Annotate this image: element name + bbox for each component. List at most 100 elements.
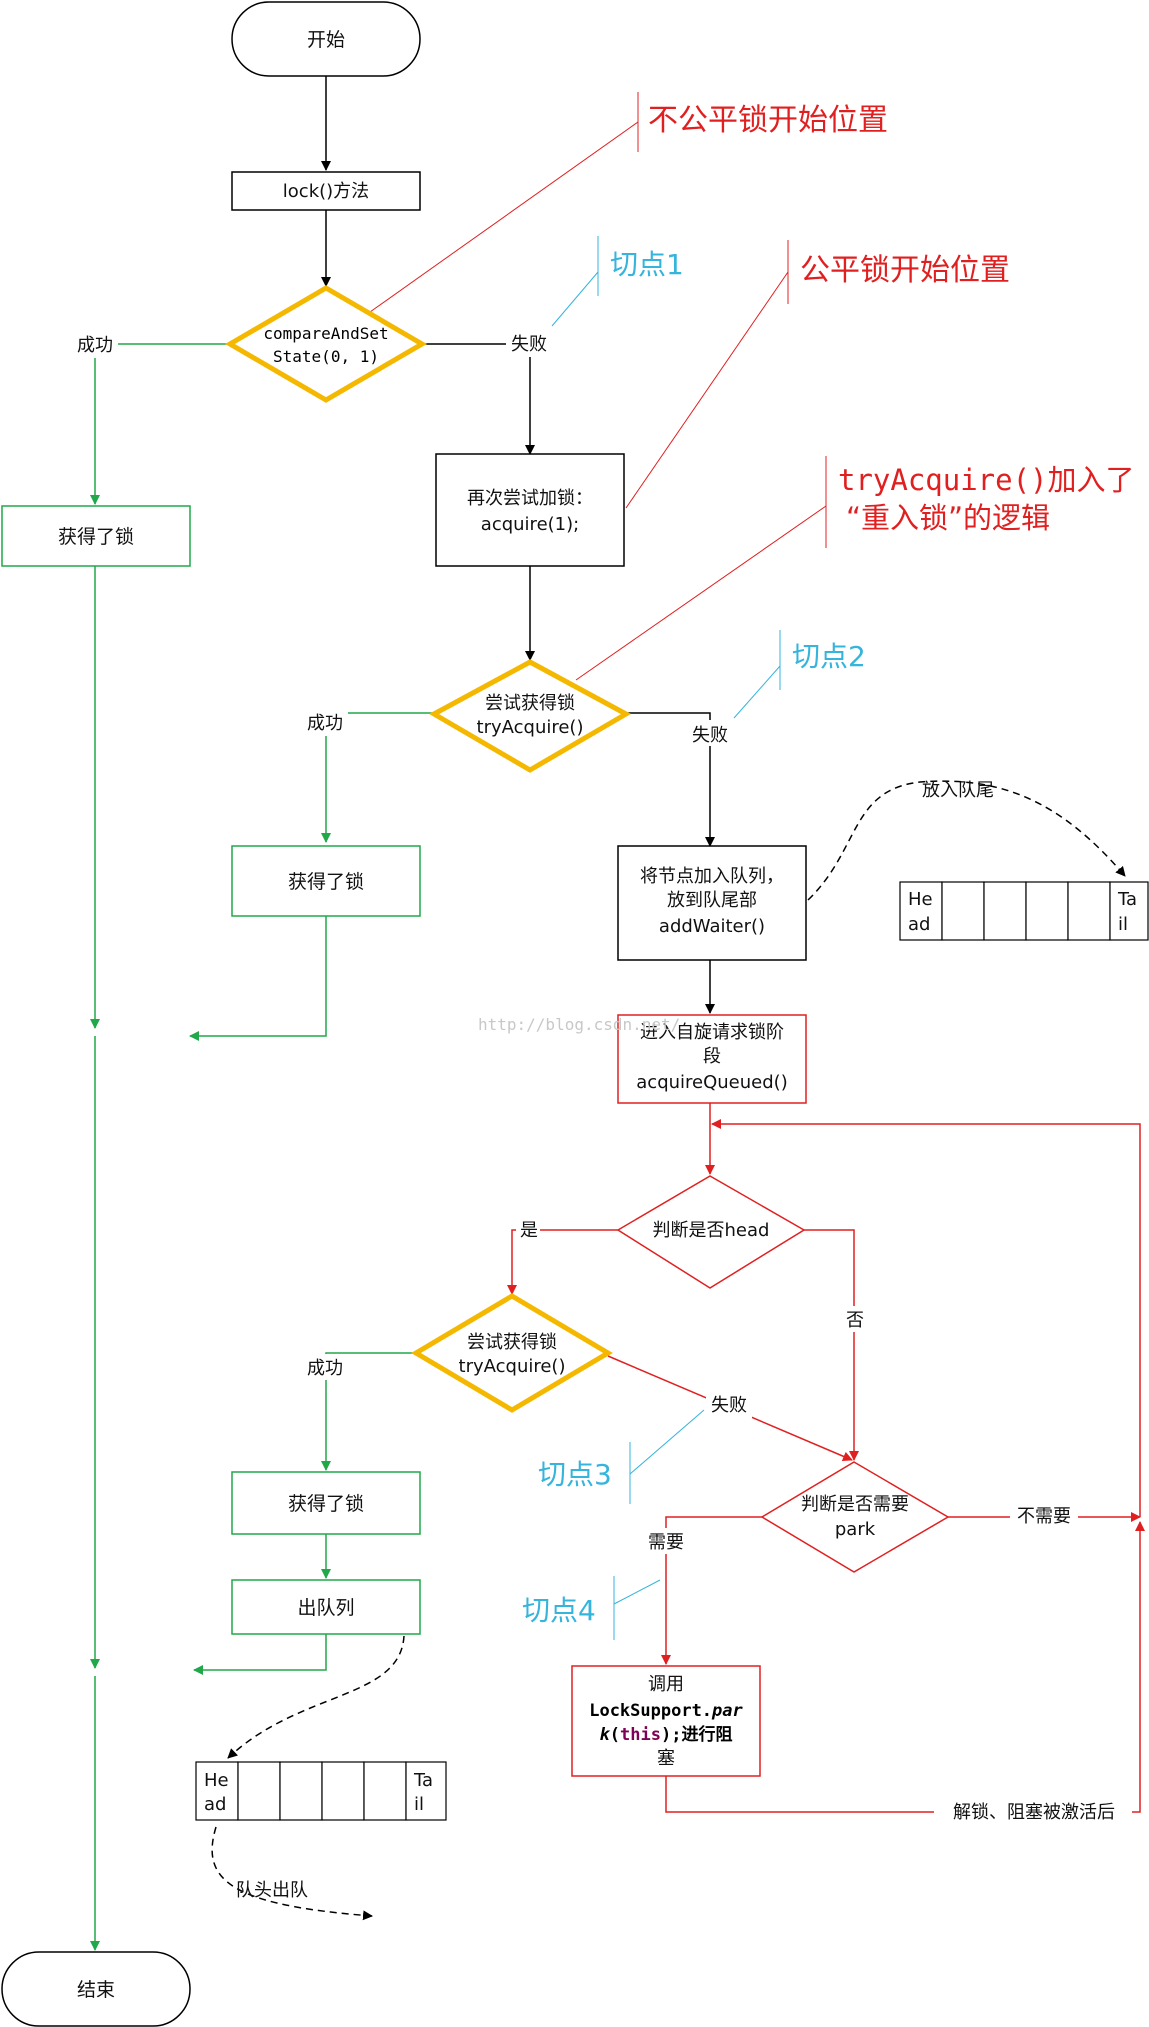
annotation-leaders <box>369 92 827 1640</box>
park-call-label: 调用 <box>648 1674 684 1695</box>
queue1-head-2: ad <box>908 914 930 935</box>
cas-decision <box>225 285 427 403</box>
annotation-fair-start: 公平锁开始位置 <box>800 253 1010 288</box>
edge-dequeue-to-queue <box>227 1635 405 1759</box>
got-lock-label-1: 获得了锁 <box>58 526 134 548</box>
queue2-tail-1: Ta <box>413 1770 433 1791</box>
edge-try-fail <box>626 712 715 847</box>
got-lock-box-1 <box>1 505 191 567</box>
annotation-cut3: 切点3 <box>538 1458 612 1491</box>
queue1-cell <box>941 881 985 941</box>
enqueue-box <box>617 845 807 961</box>
dequeue-label: 出队列 <box>297 1597 354 1619</box>
annotation-unfair-start: 不公平锁开始位置 <box>648 103 888 138</box>
park-call-box <box>571 1665 761 1777</box>
enqueue-label-2: 放到队尾部 <box>667 890 757 911</box>
edge-label-put-tail: 放入队尾 <box>922 780 994 801</box>
need-park-label-2: park <box>835 1519 876 1540</box>
edge-unlock-loop <box>665 1521 1145 1813</box>
edge-label-fail-1: 失败 <box>511 334 547 355</box>
queue1-cell <box>1067 881 1111 941</box>
retry-label-1: 再次尝试加锁： <box>467 488 593 509</box>
watermark: http://blog.csdn.net/ <box>478 1015 680 1034</box>
cut4-leader <box>613 1579 661 1605</box>
queue2-head-2: ad <box>204 1794 226 1815</box>
is-head-label: 判断是否head <box>653 1220 770 1241</box>
queue2-cell <box>279 1761 323 1821</box>
edge-ishead-no <box>804 1229 859 1461</box>
unfair-leader <box>369 121 639 313</box>
queue2-tail-2: il <box>414 1794 424 1815</box>
edge-try2-success <box>321 1352 416 1471</box>
edge-put-tail-dashed <box>807 780 1126 901</box>
enqueue-label-1: 将节点加入队列， <box>640 866 784 887</box>
park-code-paren: ( <box>610 1725 620 1745</box>
try-label-2b: tryAcquire() <box>459 1356 566 1377</box>
annotation-reentrant-1: tryAcquire()加入了 <box>838 463 1135 497</box>
need-park-label-1: 判断是否需要 <box>801 1494 909 1515</box>
lock-method-box <box>231 171 421 211</box>
queue1-cell <box>983 881 1027 941</box>
end-terminal <box>1 1951 191 2027</box>
got-lock-box-3 <box>231 1471 421 1535</box>
cut1-leader <box>551 271 599 327</box>
queue-diagram-2 <box>195 1761 447 1821</box>
edge-label-fail-2: 失败 <box>692 725 728 746</box>
start-label: 开始 <box>307 29 345 51</box>
cas-label-2: State(0, 1) <box>273 347 379 366</box>
queue2-cell-head <box>195 1761 239 1821</box>
try-label-1b: tryAcquire() <box>477 717 584 738</box>
queue1-cell <box>1025 881 1069 941</box>
got-lock-label-3: 获得了锁 <box>288 1493 364 1515</box>
queue2-head-1: He <box>204 1770 229 1791</box>
cut2-leader <box>733 665 781 719</box>
edge-cas-fail <box>422 343 535 455</box>
queue2-cell <box>363 1761 407 1821</box>
queue2-cell <box>237 1761 281 1821</box>
park-code-line-2: k(this);进行阻 <box>600 1724 733 1745</box>
park-code-italic: par <box>711 1701 743 1721</box>
edge-label-yes: 是 <box>520 1220 538 1241</box>
park-code-line-3: 塞 <box>657 1748 675 1769</box>
need-park-decision <box>760 1461 950 1573</box>
start-terminal <box>231 1 421 77</box>
cut3-leader <box>629 1409 705 1475</box>
try-acquire-decision-1 <box>428 659 632 773</box>
got-lock-box-2 <box>231 845 421 917</box>
try-label-2a: 尝试获得锁 <box>467 1332 557 1353</box>
edge-label-success-2: 成功 <box>307 713 343 734</box>
queue1-cell-tail <box>1109 881 1149 941</box>
queue2-cell <box>321 1761 365 1821</box>
edge-label-head-dequeue: 队头出队 <box>236 1880 308 1901</box>
edge-label-need: 需要 <box>648 1532 684 1553</box>
queue2-cell-tail <box>405 1761 447 1821</box>
park-code-k: k <box>600 1725 611 1745</box>
edge-ishead-yes <box>507 1229 618 1295</box>
got-lock-label-2: 获得了锁 <box>288 871 364 893</box>
queue1-tail-1: Ta <box>1117 889 1137 910</box>
queue1-head-1: He <box>908 889 933 910</box>
edge-label-no: 否 <box>846 1310 864 1331</box>
park-code-rest: );进行阻 <box>661 1724 732 1745</box>
retry-box <box>435 453 625 567</box>
park-code-line-1: LockSupport.par <box>589 1701 743 1721</box>
queue1-tail-2: il <box>1118 914 1128 935</box>
edge-label-unlock-wake: 解锁、阻塞被激活后 <box>953 1802 1115 1823</box>
edge-head-out-dashed <box>211 1826 373 1921</box>
queue1-cell-head <box>899 881 943 941</box>
fair-leader <box>625 271 789 509</box>
reentrant-leader <box>575 505 827 681</box>
green-connectors <box>90 343 434 1951</box>
annotation-cut1: 切点1 <box>610 248 684 281</box>
edge-park-need <box>661 1516 762 1665</box>
queue-diagram-1 <box>899 881 1149 941</box>
dequeue-box <box>231 1579 421 1635</box>
spin-label-3: acquireQueued() <box>636 1072 787 1093</box>
is-head-decision <box>616 1175 806 1289</box>
try-acquire-decision-2 <box>411 1293 613 1413</box>
edge-dequeue-to-main <box>193 1634 327 1675</box>
edge-cas-success <box>90 343 230 505</box>
spin-box <box>617 1014 807 1104</box>
